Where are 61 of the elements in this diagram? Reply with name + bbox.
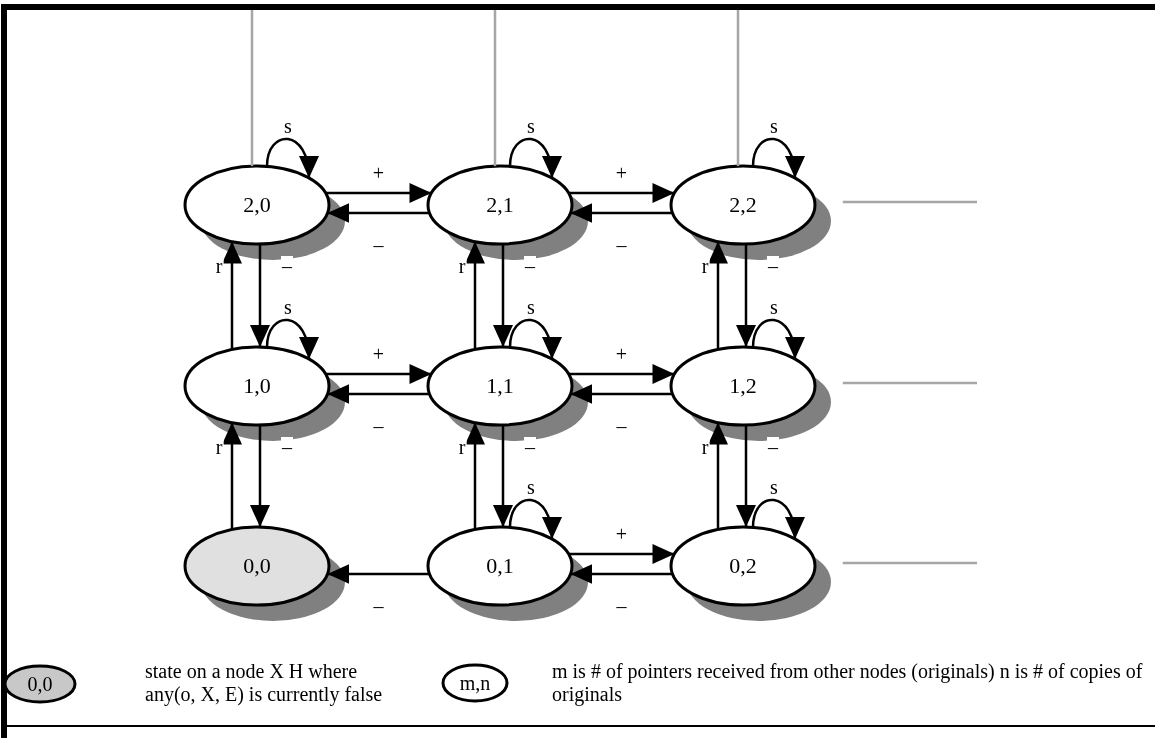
state-ellipse: [183, 525, 347, 623]
state-ellipse: [669, 525, 833, 623]
arrow: [325, 183, 432, 203]
arrow: [250, 424, 270, 528]
arrow: [736, 243, 756, 348]
legend-state-ellipse: [3, 664, 77, 704]
self-loop-arrow: [508, 318, 561, 360]
arrow: [327, 564, 430, 584]
connector-line: [842, 381, 977, 385]
arrow: [570, 564, 673, 584]
arrow: [222, 241, 242, 350]
arrow: [570, 203, 673, 223]
state-label: 1,2: [729, 375, 757, 397]
arrow: [568, 183, 675, 203]
arrow: [568, 364, 675, 384]
state-ellipse: [426, 525, 590, 623]
connector-line: [493, 10, 497, 167]
legend-description: m is # of pointers received from other nodes (originals) n is # of copies of originals: [552, 660, 1144, 706]
arrow: [465, 241, 485, 350]
arrow: [570, 384, 673, 404]
arrow: [493, 243, 513, 348]
arrow: [708, 422, 728, 530]
state-label: 2,2: [729, 194, 757, 216]
connector-line: [842, 561, 977, 565]
arrow: [325, 364, 432, 384]
arrow: [493, 424, 513, 528]
arrow: [222, 422, 242, 530]
arrow: [327, 384, 430, 404]
state-label: 0,0: [243, 555, 271, 577]
self-loop-arrow: [508, 137, 561, 179]
state-ellipse: [669, 164, 833, 262]
legend-description: state on a node X H where any(o, X, E) is currently false: [145, 660, 384, 706]
state-label: 1,0: [243, 375, 271, 397]
state-label: 0,1: [486, 555, 514, 577]
self-loop-arrow: [751, 318, 804, 360]
self-loop-arrow: [751, 498, 804, 540]
state-ellipse: [183, 164, 347, 262]
connector-line: [736, 10, 740, 167]
state-ellipse: [669, 345, 833, 443]
arrow: [708, 241, 728, 350]
state-ellipse: [426, 164, 590, 262]
self-loop-arrow: [751, 137, 804, 179]
arrow: [465, 422, 485, 530]
state-ellipse: [426, 345, 590, 443]
self-loop-arrow: [508, 498, 561, 540]
state-label: 1,1: [486, 375, 514, 397]
state-label: 0,2: [729, 555, 757, 577]
self-loop-arrow: [265, 318, 318, 360]
arrow: [327, 203, 430, 223]
state-label: m,n: [459, 673, 491, 693]
legend-state-ellipse: [441, 663, 509, 703]
connector-line: [250, 10, 254, 167]
state-label: 2,0: [243, 194, 271, 216]
connector-line: [842, 200, 977, 204]
state-label: 0,0: [27, 674, 53, 694]
self-loop-arrow: [265, 137, 318, 179]
arrow: [250, 243, 270, 348]
arrow: [568, 544, 675, 564]
state-ellipse: [183, 345, 347, 443]
state-label: 2,1: [486, 194, 514, 216]
arrow: [736, 424, 756, 528]
